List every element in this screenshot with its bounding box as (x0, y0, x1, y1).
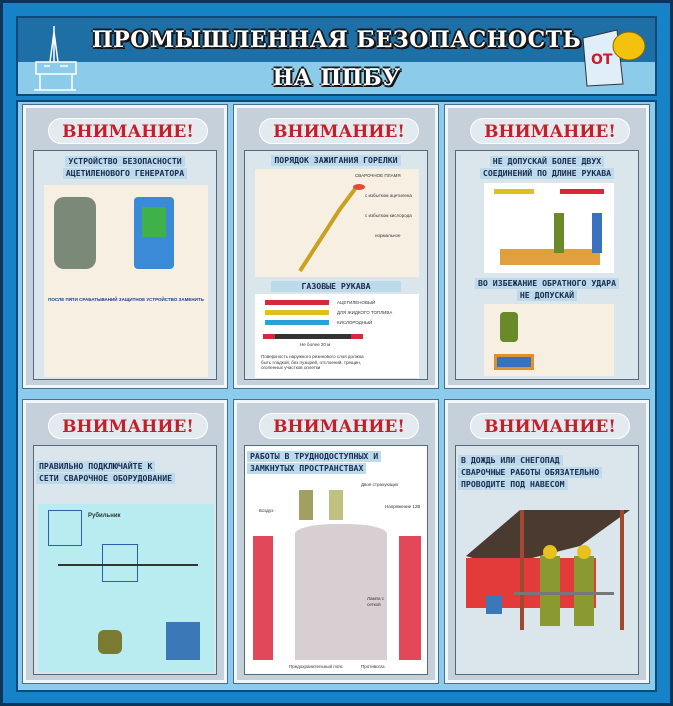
panel-heading: В ДОЖДЬ ИЛИ СНЕГОПАД (458, 455, 563, 466)
shelter-illustration (466, 510, 630, 630)
panel-heading: ПРАВИЛЬНО ПОДКЛЮЧАЙТЕ К (36, 461, 156, 472)
panel-heading: ПРОВОДИТЕ ПОД НАВЕСОМ (458, 479, 568, 490)
title-line-2: НА ППБУ (272, 65, 401, 91)
hoses-subheading: ГАЗОВЫЕ РУКАВА (271, 281, 401, 292)
backfire-subheading: ВО ИЗБЕЖАНИЕ ОБРАТНОГО УДАРА (474, 278, 620, 289)
panel-heading: ПОРЯДОК ЗАЖИГАНИЯ ГОРЕЛКИ (271, 155, 401, 166)
panel-heading: ЗАМКНУТЫХ ПРОСТРАНСТВАХ (247, 463, 367, 474)
warning-label: ВНИМАНИЕ! (48, 118, 208, 144)
torch-illustration: СВАРОЧНОЕ ПЛАМЯ с избытком ацетилена с и… (255, 169, 419, 277)
hard-hat-ot-icon: ОТ (582, 29, 646, 87)
drilling-rig-icon (34, 26, 77, 91)
hoses-illustration: АЦЕТИЛЕНОВЫЙ ДЛЯ ЖИДКОГО ТОПЛИВА КИСЛОРО… (255, 294, 419, 378)
panel-heading: СВАРОЧНЫЕ РАБОТЫ ОБЯЗАТЕЛЬНО (458, 467, 603, 478)
backfire-subheading: НЕ ДОПУСКАЙ (516, 290, 578, 301)
warning-label: ВНИМАНИЕ! (259, 413, 419, 439)
panel-heading: АЦЕТИЛЕНОВОГО ГЕНЕРАТОРА (62, 168, 188, 179)
panel-heading: СОЕДИНЕНИЙ ПО ДЛИНЕ РУКАВА (479, 168, 615, 179)
panel-heading: НЕ ДОПУСКАЙ БОЛЕЕ ДВУХ (489, 156, 605, 167)
panel-burner-ignition: ВНИМАНИЕ! ПОРЯДОК ЗАЖИГАНИЯ ГОРЕЛКИ СВАР… (233, 104, 439, 389)
poster-header: ПРОМЫШЛЕННАЯ БЕЗОПАСНОСТЬ НА ППБУ ОТ (16, 16, 657, 96)
tank-illustration: Двое страхующих Воздух Напряжение 12В Ла… (249, 476, 425, 672)
panel-heading: СЕТИ СВАРОЧНОЕ ОБОРУДОВАНИЕ (36, 473, 176, 484)
warning-label: ВНИМАНИЕ! (48, 413, 208, 439)
panel-heading: РАБОТЫ В ТРУДНОДОСТУПНЫХ И (247, 451, 382, 462)
torch-icon (298, 184, 365, 273)
hose-room-illustration (484, 183, 614, 273)
replace-note: ПОСЛЕ ПЯТИ СРАБАТЫВАНИЙ ЗАЩИТНОЕ УСТРОЙС… (48, 297, 204, 302)
wiring-diagram: Рубильник (38, 504, 214, 672)
warning-label: ВНИМАНИЕ! (259, 118, 419, 144)
panel-heading: УСТРОЙСТВО БЕЗОПАСНОСТИ (65, 156, 185, 167)
ot-badge: ОТ (591, 52, 613, 68)
generator-illustration: ПОСЛЕ ПЯТИ СРАБАТЫВАНИЙ ЗАЩИТНОЕ УСТРОЙС… (44, 185, 208, 377)
title-line-1: ПРОМЫШЛЕННАЯ БЕЗОПАСНОСТЬ (91, 27, 582, 53)
warning-label: ВНИМАНИЕ! (470, 413, 630, 439)
backfire-illustration (484, 304, 614, 376)
warning-label: ВНИМАНИЕ! (470, 118, 630, 144)
